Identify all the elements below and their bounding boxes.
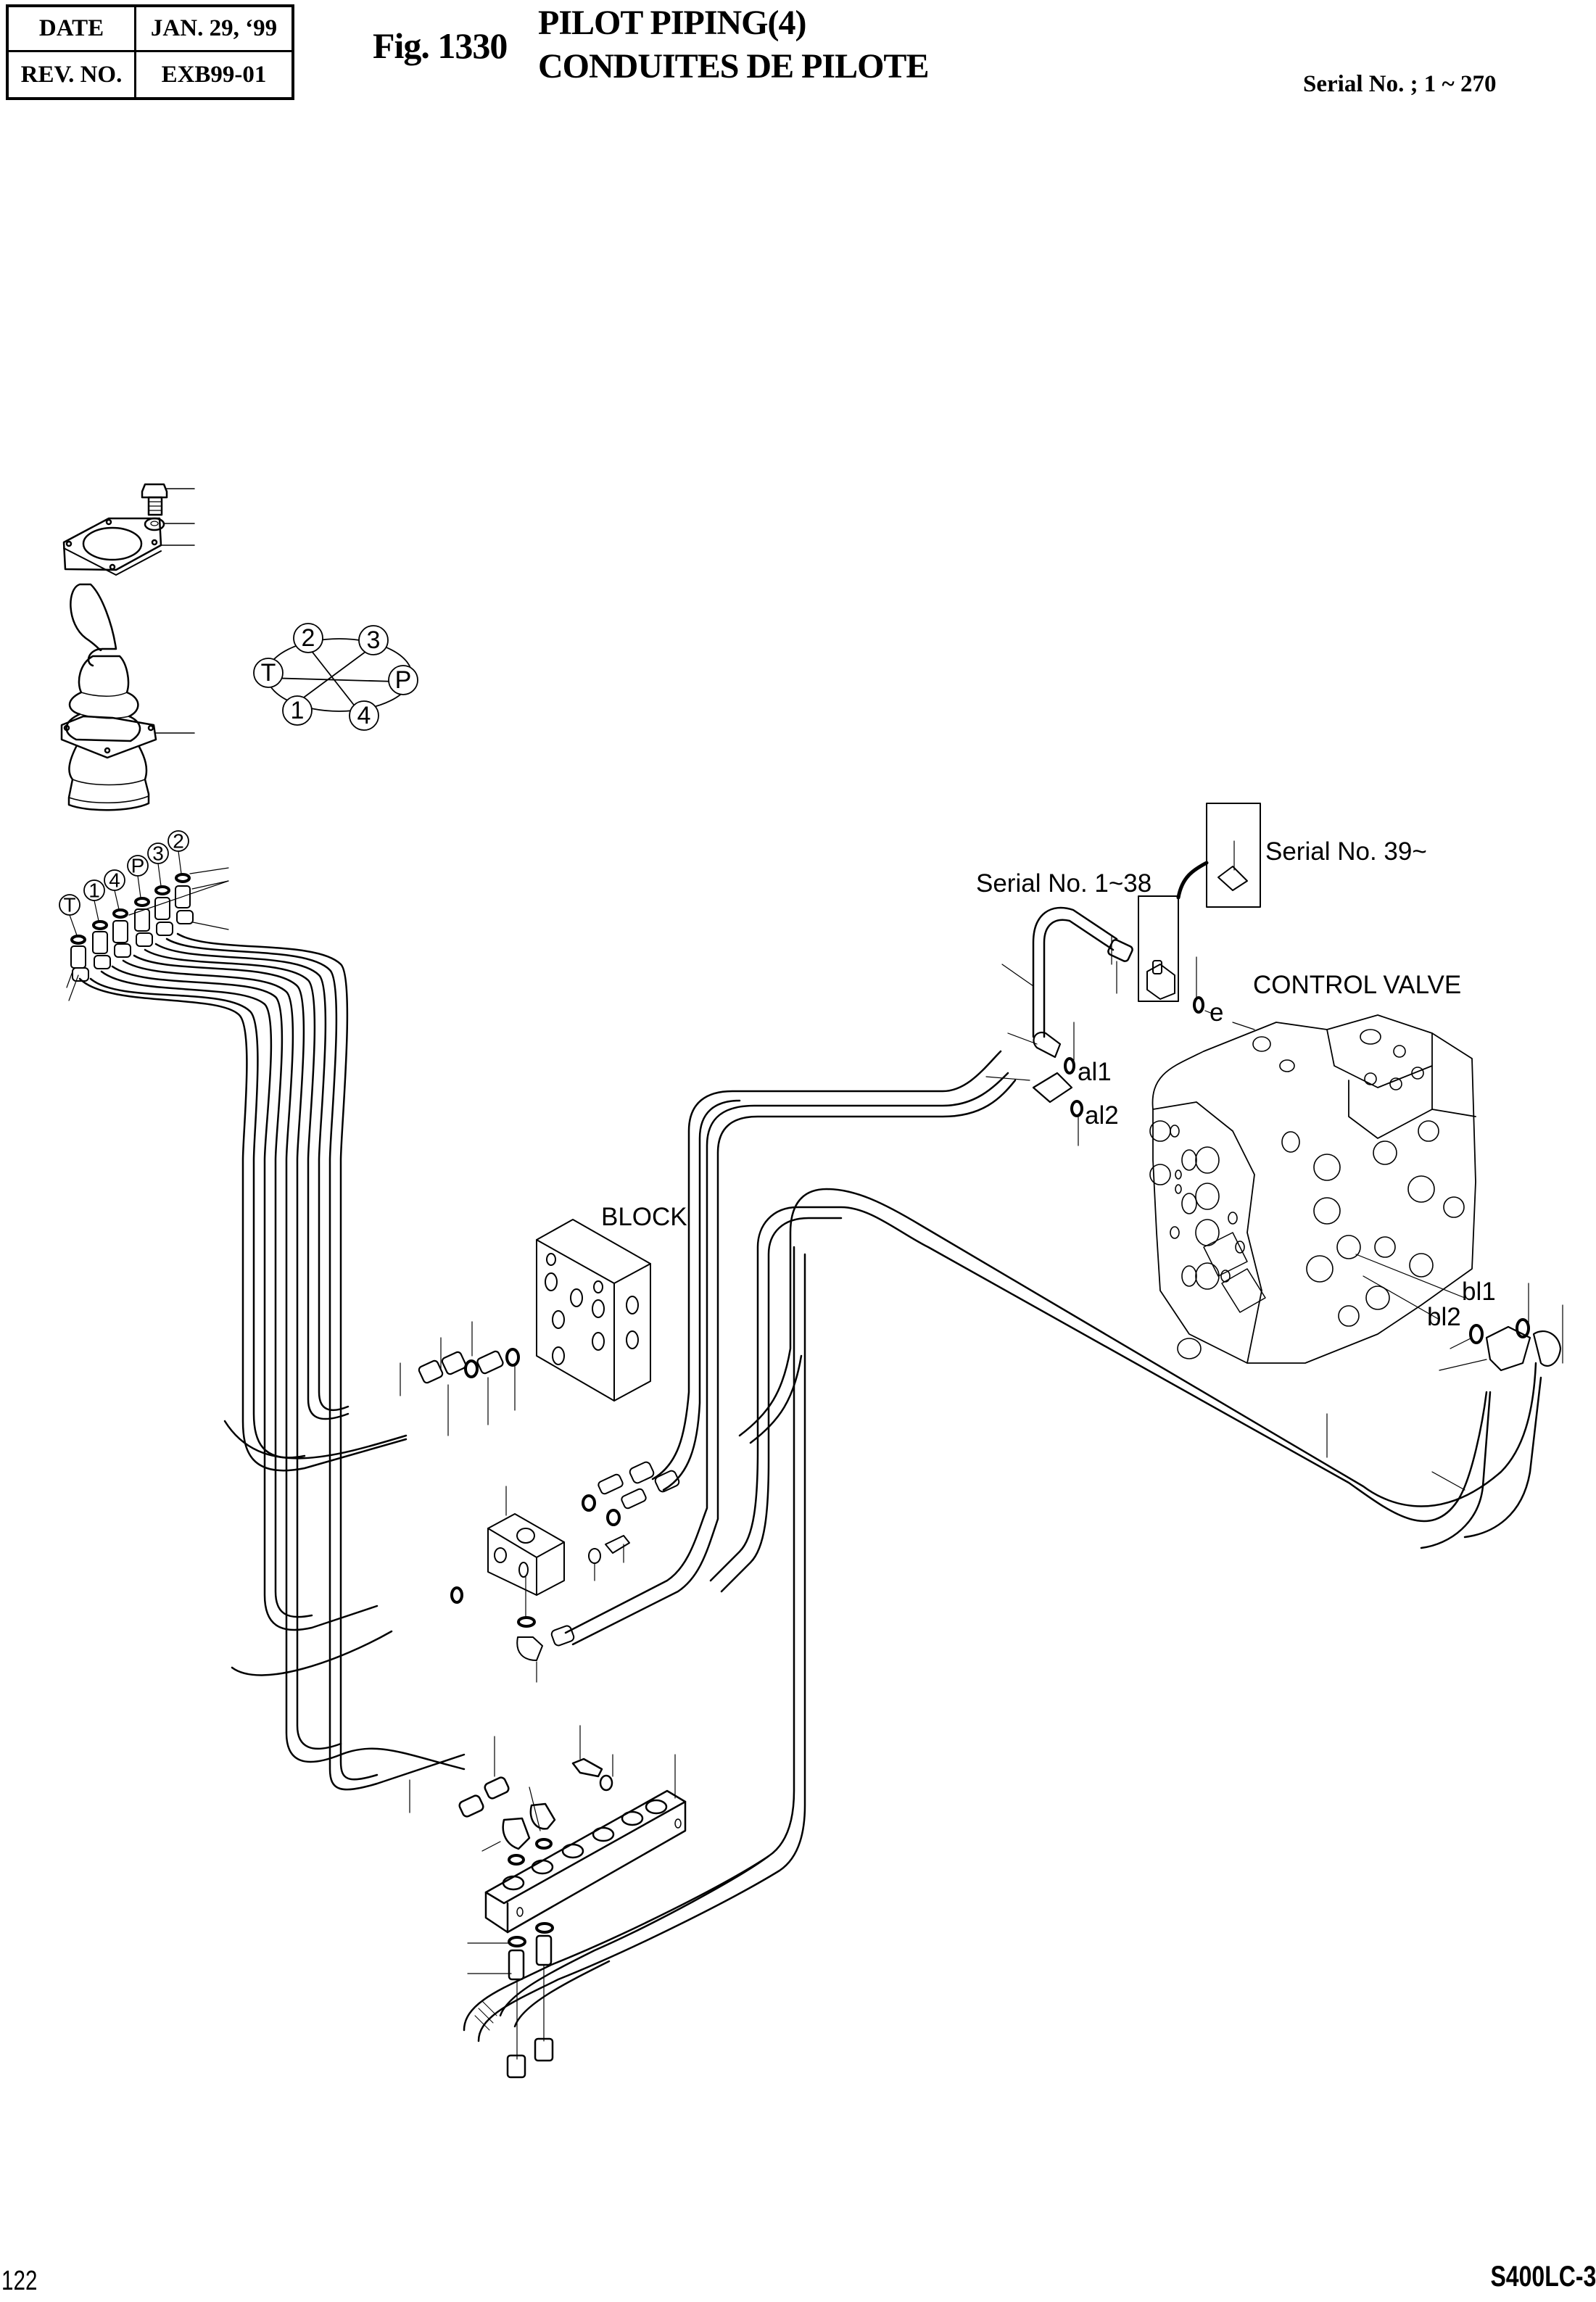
joystick-port-fittings: T 1 4 P 3 2 (59, 830, 229, 1001)
hose-icon (89, 977, 306, 1459)
hose-icon (1032, 906, 1118, 1038)
ports-bl: bl1 bl2 (1326, 1278, 1563, 1549)
hose-icon (513, 1960, 611, 2028)
block-connection-fittings (400, 1321, 520, 1436)
hose-icon (571, 1079, 1017, 1646)
mounting-plate-icon (62, 517, 195, 576)
hose-icon (720, 1217, 843, 1593)
hose-icon (662, 1099, 741, 1491)
port-label-bl1: bl1 (1462, 1278, 1496, 1306)
rev-value: EXB99-01 (161, 61, 267, 88)
hose-icon (176, 932, 379, 1781)
hose-icon (749, 1354, 803, 1444)
valve-block-icon (450, 1461, 680, 1683)
o-ring-icon (450, 1494, 621, 1628)
bolt-icon (141, 483, 195, 516)
port-label: T (261, 659, 276, 687)
joystick-icon (60, 583, 195, 811)
port-callout: P (131, 855, 145, 877)
o-ring-icon (1193, 996, 1204, 1014)
manifold-icon (409, 1725, 687, 2079)
port-label: 3 (367, 626, 381, 654)
hose-icon (1420, 1391, 1492, 1549)
washer-icon (144, 517, 195, 531)
port-label-bl2: bl2 (1427, 1303, 1461, 1331)
hose-icon (463, 1246, 795, 2032)
hose-icon (709, 1206, 1488, 1582)
o-ring-icon (508, 1838, 554, 1947)
model-number: S400LC-3 (1490, 2261, 1596, 2293)
pilot-hose-bundle (78, 932, 466, 1791)
o-ring-icon (464, 1348, 520, 1378)
variant-label-early: Serial No. 1~38 (976, 869, 1151, 898)
hose-icon (100, 970, 379, 1631)
o-ring-icon (1516, 1318, 1530, 1338)
o-ring-icon (1070, 1100, 1083, 1117)
port-callout: 2 (173, 830, 184, 853)
variant-box-early: Serial No. 1~38 (976, 869, 1179, 1002)
variant-label-late: Serial No. 39~ (1265, 837, 1427, 866)
hose-icon (564, 1072, 1009, 1634)
o-ring-icon (1469, 1324, 1484, 1344)
hose-icon (154, 943, 350, 1412)
port-e: e (1193, 956, 1255, 1030)
control-valve-label: CONTROL VALVE (1253, 971, 1461, 999)
hose-icon (122, 959, 466, 1771)
rev-label: REV. NO. (9, 52, 136, 97)
valve-feed-hoses (463, 1050, 1537, 2042)
port-callout: 3 (152, 842, 164, 865)
port-layout-diagram: 2 3 T P 1 4 (253, 623, 418, 731)
port-label: P (395, 666, 412, 694)
hose-icon (133, 954, 342, 1750)
hose-icon (1043, 919, 1115, 1038)
hose-icon (477, 1253, 806, 2042)
date-label: DATE (9, 7, 136, 52)
hose-icon (111, 965, 313, 1618)
date-value: JAN. 29, ‘99 (136, 7, 292, 52)
o-ring-icon (70, 873, 191, 945)
page-title: PILOT PIPING(4) (538, 4, 806, 42)
hose-icon (78, 977, 408, 1472)
port-label: 2 (302, 624, 315, 652)
page-number: 122 (1, 2266, 38, 2296)
port-label: 1 (291, 697, 305, 724)
page-title-french: CONDUITES DE PILOTE (538, 47, 929, 86)
port-label-e: e (1210, 998, 1223, 1027)
block-label: BLOCK (601, 1203, 687, 1231)
upper-feed-hose (1001, 906, 1133, 1038)
figure-number: Fig. 1330 (373, 25, 508, 66)
port-callout: 1 (88, 879, 100, 902)
port-label-al1: al1 (1078, 1058, 1112, 1086)
fitting-icon (70, 885, 194, 982)
hose-icon (738, 1188, 1537, 1507)
hose-icon (651, 1050, 1002, 1481)
ports-al: al1 al2 (985, 1022, 1119, 1146)
block-icon: BLOCK (536, 1203, 687, 1402)
joystick-assembly (60, 483, 195, 811)
port-callout: 4 (109, 869, 120, 892)
hose-icon (165, 937, 466, 1791)
serial-range: Serial No. ; 1 ~ 270 (1303, 71, 1497, 97)
hose-icon (499, 1855, 770, 2017)
variant-box-late: Serial No. 39~ (1176, 803, 1427, 908)
port-label-al2: al2 (1085, 1101, 1119, 1130)
port-callout: T (63, 894, 75, 916)
revision-table: DATE JAN. 29, ‘99 REV. NO. EXB99-01 (6, 4, 294, 100)
o-ring-icon (1064, 1057, 1075, 1075)
hose-icon (144, 948, 350, 1420)
control-valve-icon: CONTROL VALVE (1149, 971, 1476, 1364)
hose-icon (1463, 1376, 1542, 1539)
port-label: 4 (357, 702, 371, 729)
